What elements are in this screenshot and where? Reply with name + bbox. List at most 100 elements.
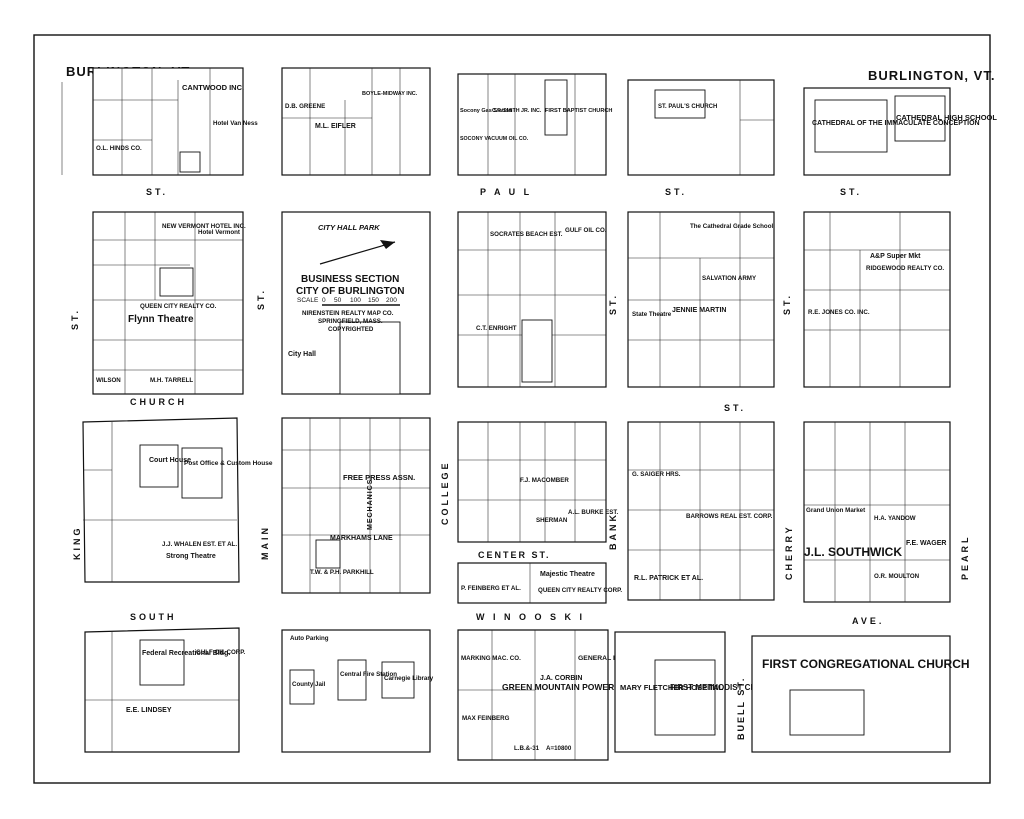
street-st-cherry: ST. xyxy=(782,293,792,315)
label-corbin: J.A. CORBIN xyxy=(540,675,582,682)
street-ave: AVE. xyxy=(852,616,884,626)
label-markhams-lane: MARKHAMS LANE xyxy=(330,535,393,542)
label-strong: Strong Theatre xyxy=(166,553,216,560)
block-row4-b: Auto Parking County Jail Central Fire St… xyxy=(281,629,434,753)
block-row2-c: SOCRATES BEACH EST. GULF OIL CO. C.T. EN… xyxy=(457,211,607,388)
label-city-hall-park: CITY HALL PARK xyxy=(318,223,380,232)
label-socony: Socony Gas Station xyxy=(460,108,513,114)
label-majestic: Majestic Theatre xyxy=(540,571,595,578)
scale-tick-150: 150 xyxy=(368,297,379,304)
label-ridgewood: RIDGEWOOD REALTY CO. xyxy=(866,265,944,272)
block-row4-e: FIRST CONGREGATIONAL CHURCH xyxy=(751,635,970,753)
label-cathedral-hs: CATHEDRAL HIGH SCHOOL xyxy=(896,113,997,122)
label-springfield: SPRINGFIELD, MASS. xyxy=(318,318,383,325)
label-gulf2: GULF OIL CORP. xyxy=(196,649,246,656)
label-publisher: NIRENSTEIN REALTY MAP CO. xyxy=(302,310,394,317)
scale-tick-50: 50 xyxy=(334,297,342,304)
block-row3-c: F.J. MACOMBER A.L. BURKE EST. SHERMAN xyxy=(457,421,618,543)
street-st-mid: ST. xyxy=(665,187,687,197)
label-gulf: GULF OIL CO. xyxy=(565,227,607,234)
street-st-church: ST. xyxy=(724,403,746,413)
block-row3-a: Court House Post Office & Custom House J… xyxy=(82,417,273,583)
block-row1-e: CATHEDRAL OF THE IMMACULATE CONCEPTION C… xyxy=(803,87,997,176)
label-macomber: F.J. MACOMBER xyxy=(520,477,569,484)
label-central-fire: Central Fire Station xyxy=(340,671,397,678)
label-rejones: R.E. JONES CO. INC. xyxy=(808,309,870,316)
label-business-section: BUSINESS SECTION xyxy=(301,274,399,285)
label-moulton: O.R. MOULTON xyxy=(874,573,920,580)
label-hotel-van-ness: Hotel Van Ness xyxy=(213,120,258,127)
north-arrow-icon xyxy=(319,240,396,265)
block-row3-d: G. SAIGER HRS. BARROWS REAL EST. CORP. R… xyxy=(627,421,775,601)
scale-tick-0: 0 xyxy=(322,297,326,304)
label-auto-parking: Auto Parking xyxy=(290,635,329,642)
label-first-methodist: FIRST METHODIST CHURCH xyxy=(670,683,780,692)
street-st-right: ST. xyxy=(840,187,862,197)
block-row2-d: The Cathedral Grade School SALVATION ARM… xyxy=(627,211,775,388)
label-flynn: Flynn Theatre xyxy=(128,314,194,325)
label-mleifler: M.L. EIFLER xyxy=(315,123,356,130)
scale-tick-200: 200 xyxy=(386,297,397,304)
label-cathedral-grade: The Cathedral Grade School xyxy=(690,223,773,230)
label-lb: L.B.&-31 xyxy=(514,745,540,752)
label-boyle: BOYLE-MIDWAY INC. xyxy=(362,91,418,97)
street-st-west: ST. xyxy=(70,308,80,330)
label-tarrell: M.H. TARRELL xyxy=(150,377,193,384)
label-pfeinberg: P. FEINBERG ET AL. xyxy=(461,585,521,592)
label-green-mountain: GREEN MOUNTAIN POWER CORP. xyxy=(502,682,642,692)
title-right: BURLINGTON, VT. xyxy=(868,68,995,83)
street-cherry: CHERRY xyxy=(784,524,794,580)
label-max-feinberg: MAX FEINBERG xyxy=(462,715,510,722)
label-whalen: J.J. WHALEN EST. ET AL. xyxy=(162,541,237,548)
label-yandow: H.A. YANDOW xyxy=(874,515,916,522)
label-cathedral-ic: CATHEDRAL OF THE IMMACULATE CONCEPTION xyxy=(812,120,980,127)
label-area1: A=10800 xyxy=(546,745,572,752)
street-mechanics: MECHANICS xyxy=(367,479,374,530)
label-queen-city2: QUEEN CITY REALTY CORP. xyxy=(538,587,622,594)
street-king: KING xyxy=(72,526,82,561)
label-saiger: G. SAIGER HRS. xyxy=(632,471,681,478)
scale-label: SCALE xyxy=(297,297,319,304)
street-st-left: ST. xyxy=(146,187,168,197)
label-southwick: J.L. SOUTHWICK xyxy=(804,545,902,559)
label-city-hall: City Hall xyxy=(288,351,316,358)
street-buell: BUELL ST. xyxy=(736,677,746,740)
label-queen-city: QUEEN CITY REALTY CO. xyxy=(140,303,217,310)
street-church: CHURCH xyxy=(130,397,187,407)
label-wilson: WILSON xyxy=(96,377,121,384)
block-row2-cartouche: CITY HALL PARK BUSINESS SECTION CITY OF … xyxy=(281,211,431,395)
block-row3-e: Grand Union Market H.A. YANDOW J.L. SOUT… xyxy=(803,421,951,603)
label-county-jail: County Jail xyxy=(292,681,326,688)
label-federal: Federal Recreational Bldg. xyxy=(142,650,230,657)
label-socony-vacuum: SOCONY VACUUM OIL CO. xyxy=(460,136,529,142)
block-row4-d: MARY FLETCHER HOSPITAL FIRST METHODIST C… xyxy=(614,631,780,753)
label-parkhill: T.W. & P.H. PARKHILL xyxy=(310,569,374,576)
label-sherman: SHERMAN xyxy=(536,517,568,524)
label-patrick: R.L. PATRICK ET AL. xyxy=(634,575,703,582)
label-ap: A&P Super Mkt xyxy=(870,253,921,260)
label-city-of-burlington: CITY OF BURLINGTON xyxy=(296,286,405,297)
street-south: SOUTH xyxy=(130,612,177,622)
label-court-house: Court House xyxy=(149,457,191,464)
street-paul: P A U L xyxy=(480,187,532,197)
label-state-theatre: State Theatre xyxy=(632,311,672,318)
label-barrows: BARROWS REAL EST. CORP. xyxy=(686,513,773,520)
label-albuke: A.L. BURKE EST. xyxy=(568,509,618,516)
block-row1-a: CANTWOOD INC. Hotel Van Ness O.L. HINDS … xyxy=(92,67,258,176)
scale-tick-100: 100 xyxy=(350,297,361,304)
block-row3-c2: Majestic Theatre QUEEN CITY REALTY CORP.… xyxy=(457,562,622,604)
street-pearl: PEARL xyxy=(960,534,970,580)
label-first-cong: FIRST CONGREGATIONAL CHURCH xyxy=(762,657,970,671)
street-st-main: ST. xyxy=(256,288,266,310)
street-main: MAIN xyxy=(260,525,270,560)
street-winooski: W I N O O S K I xyxy=(476,612,585,622)
label-mary-fletcher: MARY FLETCHER HOSPITAL xyxy=(620,683,724,692)
label-cpsmith: C.P. SMITH JR. INC. xyxy=(492,108,542,114)
label-dbgreene: D.B. GREENE xyxy=(285,103,325,110)
city-hall-building xyxy=(339,321,401,395)
street-st-bank: ST. xyxy=(608,293,618,315)
label-jennie: JENNIE MARTIN xyxy=(672,307,726,314)
label-st-pauls: ST. PAUL'S CHURCH xyxy=(658,104,717,110)
label-copyright: COPYRIGHTED xyxy=(328,326,374,333)
